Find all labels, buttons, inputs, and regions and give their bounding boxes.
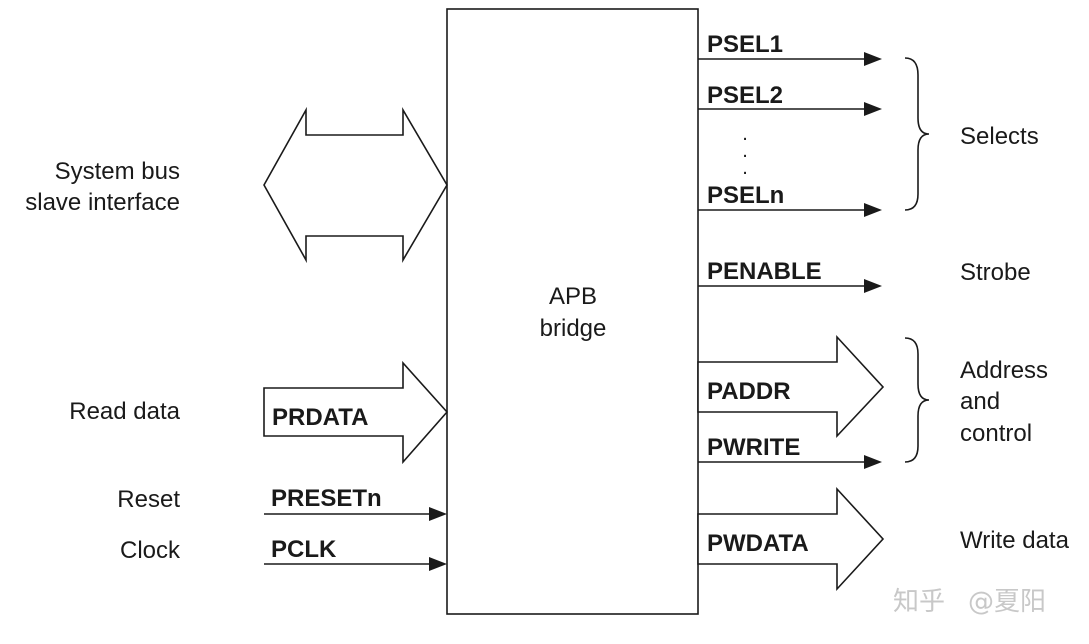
prdata-fat-arrow xyxy=(263,360,449,465)
address-control-brace xyxy=(904,337,930,463)
bridge-label-line2: bridge xyxy=(540,315,607,342)
pclk-signal-label: PCLK xyxy=(271,536,337,563)
pwdata-fat-arrow xyxy=(697,486,885,592)
selects-brace xyxy=(904,57,930,211)
apb-bridge-block xyxy=(446,8,699,615)
prdata-signal-label: PRDATA xyxy=(272,404,368,431)
pwdata-signal-label: PWDATA xyxy=(707,530,809,557)
address-label-line2: and xyxy=(960,388,1000,415)
zhihu-watermark: 知乎 @夏阳 xyxy=(893,587,1046,617)
bridge-label-line1: APB xyxy=(549,283,597,310)
psel2-signal-label: PSEL2 xyxy=(707,82,783,109)
penable-signal-label: PENABLE xyxy=(707,258,822,285)
presetn-arrowhead xyxy=(429,507,447,521)
pwrite-signal-label: PWRITE xyxy=(707,434,800,461)
psel-ellipsis-dot-3: . xyxy=(742,157,748,179)
psel2-arrowhead xyxy=(864,102,882,116)
psel1-arrowhead xyxy=(864,52,882,66)
pclk-arrowhead xyxy=(429,557,447,571)
reset-label: Reset xyxy=(117,486,180,513)
address-label-line1: Address xyxy=(960,357,1048,384)
psel1-signal-label: PSEL1 xyxy=(707,31,783,58)
read-data-label: Read data xyxy=(69,398,180,425)
presetn-signal-label: PRESETn xyxy=(271,485,382,512)
system-bus-label-line2: slave interface xyxy=(25,189,180,216)
pseln-arrowhead xyxy=(864,203,882,217)
pwrite-arrowhead xyxy=(864,455,882,469)
penable-arrowhead xyxy=(864,279,882,293)
write-data-label: Write data xyxy=(960,527,1070,554)
strobe-label: Strobe xyxy=(960,259,1031,286)
paddr-signal-label: PADDR xyxy=(707,378,791,405)
zhihu-logo: 知乎 xyxy=(893,587,945,617)
address-label-line3: control xyxy=(960,420,1032,447)
paddr-fat-arrow xyxy=(697,334,885,439)
system-bus-label-line1: System bus xyxy=(55,158,180,185)
psel-ellipsis-dot-2: . xyxy=(742,140,748,162)
psel-ellipsis-dot-1: . xyxy=(742,123,748,145)
system-bus-bidirectional-arrow xyxy=(263,106,448,264)
watermark-author: @夏阳 xyxy=(968,587,1046,617)
pseln-signal-label: PSELn xyxy=(707,182,784,209)
selects-label: Selects xyxy=(960,123,1039,150)
clock-label: Clock xyxy=(120,537,181,564)
